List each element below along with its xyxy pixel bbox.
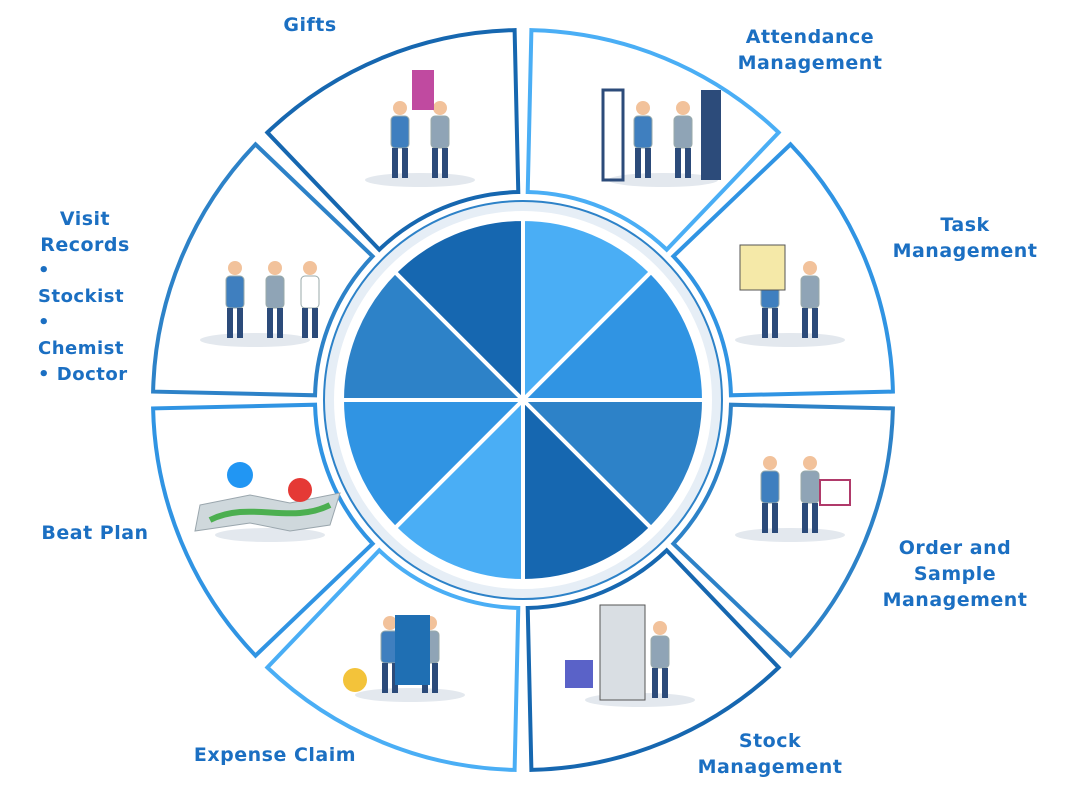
label-text: Expense Claim <box>193 744 357 766</box>
door-people-icon <box>601 88 721 187</box>
label-expense: Expense Claim <box>170 742 380 768</box>
label-text: Visit <box>59 208 111 230</box>
bullet-item: • Doctor <box>38 364 128 385</box>
map-pins-icon <box>194 462 341 542</box>
label-text: Gifts <box>283 14 337 36</box>
pie-slice <box>392 216 525 405</box>
label-text: Beat Plan <box>41 522 149 544</box>
label-gifts: Gifts <box>250 12 370 38</box>
bullet-item: • Stockist <box>38 260 125 307</box>
people-visit-icon <box>200 261 320 347</box>
shopping-cart-icon <box>735 456 851 542</box>
pie-slice <box>518 398 707 531</box>
label-text: Task <box>940 214 990 236</box>
label-text: Sample <box>913 563 997 585</box>
bullet-text: Chemist <box>38 338 124 359</box>
bullet-text: Stockist <box>38 286 125 307</box>
pie-slice <box>521 395 654 584</box>
label-text: Management <box>892 240 1038 262</box>
label-text: Order and <box>898 537 1012 559</box>
label-text: Stock <box>738 730 802 752</box>
pie-slice <box>339 398 528 531</box>
label-text: Attendance <box>745 26 875 48</box>
label-text: Management <box>882 589 1028 611</box>
gift-exchange-icon <box>365 70 475 187</box>
label-visit: Visit Records • Stockist • Chemist • Doc… <box>30 206 140 388</box>
pie-slice <box>518 269 707 402</box>
outer-segment-door-people <box>525 28 782 253</box>
pie-slice <box>392 395 525 584</box>
task-board-icon <box>735 244 845 347</box>
pie-slice <box>521 216 654 405</box>
pie-slice <box>339 269 528 402</box>
label-text: Records <box>40 234 130 256</box>
bullet-text: Doctor <box>56 364 128 385</box>
warehouse-shelf-icon <box>565 604 695 707</box>
label-text: Management <box>697 756 843 778</box>
bullet-item: • Chemist <box>38 312 124 359</box>
inner-ring <box>324 201 722 599</box>
inner-ring-outline <box>323 200 723 600</box>
label-beat: Beat Plan <box>20 520 170 546</box>
label-text: Management <box>737 52 883 74</box>
calculator-coins-icon <box>343 615 465 702</box>
